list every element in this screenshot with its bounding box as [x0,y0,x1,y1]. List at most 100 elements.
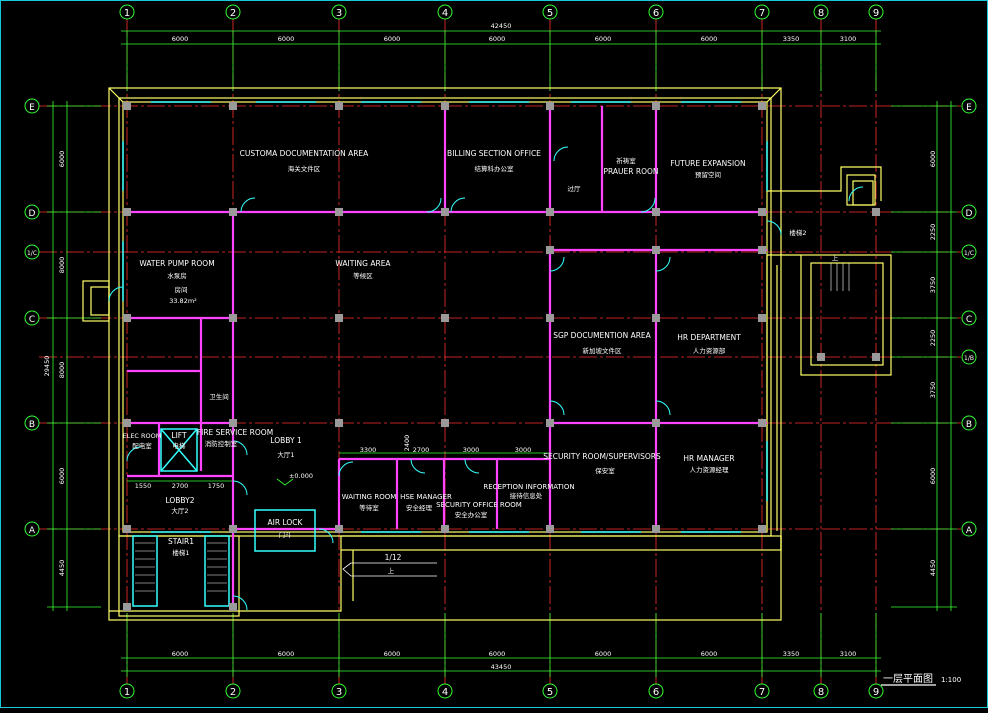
grid-label-right-D: D [966,209,973,219]
grid-bubble-bottom-2: 2 [225,683,241,699]
dim-inner-3000b: 3000 [515,446,532,454]
grid-label-top-8: 8 [818,8,824,19]
grid-label-bottom-4: 4 [442,687,448,698]
dim-inner-2700: 2700 [172,482,189,490]
dim-top-1: 6000 [172,35,189,43]
structural-columns [123,102,880,611]
grid-label-top-3: 3 [336,8,342,19]
dim-inner-1550: 1550 [135,482,152,490]
grid-label-left-E: E [29,103,35,113]
grid-label-right-1B: 1/B [964,355,974,362]
room-lobby1-label-cn: 大厅1 [277,450,294,459]
room-lobby2-label: LOBBY2 [165,496,194,505]
grid-label-top-7: 7 [759,8,765,19]
room-water-area: 33.82m² [169,297,197,305]
room-lobby1-label: LOBBY 1 [270,436,302,445]
room-secoffice-label: SECURITY OFFICE ROOM [436,501,522,509]
grid-bubble-left-C: C [24,310,40,326]
grid-label-bottom-6: 6 [653,687,659,698]
dim-bottom-8: 3100 [840,650,857,658]
grid-bubble-top-7: 7 [754,4,770,20]
room-lift-label: LIFT [171,431,187,440]
grid-bubble-bottom-5: 5 [542,683,558,699]
room-airlock-label-cn: 门斗 [279,530,293,539]
dim-right-2: 2250 [929,224,937,241]
room-airlock-label: AIR LOCK [268,518,304,527]
dim-bottom-3: 6000 [384,650,401,658]
dim-right-4: 2250 [929,330,937,347]
dim-right-1: 6000 [929,151,937,168]
dim-right-6: 6000 [929,468,937,485]
room-hrmanager-label: HR MANAGER [683,454,734,463]
grid-label-left-D: D [29,209,36,219]
grid-bubble-top-9: 9 [868,4,884,20]
room-stair1-label: STAIR1 [168,537,194,546]
room-future-label-cn: 预留空间 [695,170,721,179]
grid-label-left-C: C [29,315,35,325]
grid-label-right-A: A [966,526,973,536]
grid-bubble-bottom-8: 8 [813,683,829,699]
grid-bubble-right-C: C [961,310,977,326]
grid-bubble-right-D: D [961,204,977,220]
stair-treads [135,263,850,592]
room-sgp-label-cn: 新加坡文件区 [583,346,623,355]
grid-bubble-top-2: 2 [225,4,241,20]
ramp-up-label: 上 [388,566,395,575]
room-hrdept-label-cn: 人力资源部 [693,346,726,355]
ramp-slope-label: 1/12 [385,553,402,562]
room-securitysup-label-cn: 保安室 [595,466,615,475]
dim-bottom-total: 43450 [491,663,512,671]
dim-left-5: 4450 [58,560,66,577]
grid-label-top-4: 4 [442,8,448,19]
dim-top-5: 6000 [595,35,612,43]
grid-bubble-top-4: 4 [437,4,453,20]
grid-label-top-6: 6 [653,8,659,19]
grid-bubble-top-3: 3 [331,4,347,20]
dim-top-3: 6000 [384,35,401,43]
room-fire-label: FIRE SERVICE ROOM [197,428,273,437]
room-hrmanager-label-cn: 人力资源经理 [690,465,730,474]
grid-bubble-bottom-6: 6 [648,683,664,699]
dim-left-3: 8000 [58,362,66,379]
dim-top-7: 3350 [783,35,800,43]
grid-label-top-1: 1 [124,8,130,19]
grid-label-left-B: B [29,420,35,430]
dim-bottom-7: 3350 [783,650,800,658]
grid-bubble-left-E: E [24,98,40,114]
dim-bottom-6: 6000 [701,650,718,658]
level-label: ±0.000 [289,472,313,480]
grid-bubble-left-B: B [24,415,40,431]
room-elec-label-cn: 配电室 [132,441,152,450]
dim-right-5: 3750 [929,382,937,399]
grid-label-bottom-3: 3 [336,687,342,698]
grid-bubble-top-1: 1 [119,4,135,20]
drawing-scale: 1:100 [941,676,961,684]
grid-label-right-B: B [966,420,972,430]
room-waiting-label: WAITING AREA [335,259,391,268]
grid-bubble-bottom-3: 3 [331,683,347,699]
grid-bubble-right-E: E [961,98,977,114]
room-sgp-label: SGP DOCUMENTION AREA [553,331,651,340]
room-fire-label-cn: 消防控制室 [205,439,238,448]
grid-bubble-right-A: A [961,521,977,537]
grid-bubble-bottom-1: 1 [119,683,135,699]
dim-right-7: 4450 [929,560,937,577]
dim-inner-1750: 1750 [208,482,225,490]
room-prayer-label-cn: 祈祷室 [616,156,636,165]
room-future-label: FUTURE EXPANSION [670,159,745,168]
grid-label-bottom-5: 5 [547,687,553,698]
room-reception-label-cn: 接待信息处 [510,491,543,500]
grid-bubble-right-1B: 1/B [961,349,977,365]
room-stair2-label-cn: 楼梯2 [789,228,806,237]
dim-left-4: 6000 [58,468,66,485]
grid-label-bottom-1: 1 [124,687,130,698]
dim-bottom-4: 6000 [489,650,506,658]
dim-right-3: 3750 [929,277,937,294]
door-swings [108,146,864,611]
room-lift-label-cn: 电梯 [173,441,187,450]
room-lobby2-label-cn: 大厅2 [171,506,188,515]
room-customs-label-cn: 海关文件区 [288,164,321,173]
dimension-lines [47,30,957,677]
dim-bottom-5: 6000 [595,650,612,658]
